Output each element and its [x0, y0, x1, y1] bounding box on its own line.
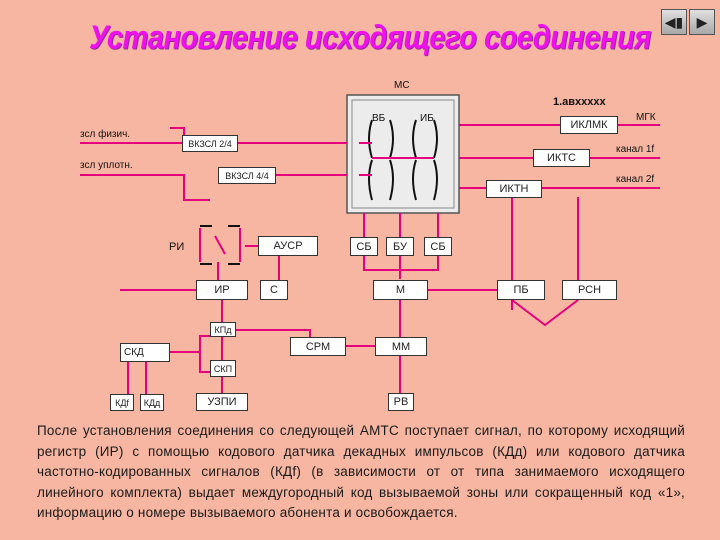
m-box: М: [373, 280, 428, 300]
play-icon: ▶: [696, 13, 708, 30]
ms-label: МС: [394, 80, 410, 91]
iklmk-box: ИКЛМК: [560, 116, 618, 134]
sb-right-box: СБ: [424, 237, 452, 256]
rv-box: РВ: [388, 393, 414, 411]
signal-wires: [80, 124, 660, 394]
kdf-box: КДf: [110, 394, 134, 411]
slide-title: Установление исходящего соединения: [89, 19, 651, 57]
connection-diagram: [80, 94, 660, 394]
skd-box: СКД: [120, 343, 170, 362]
sb-left-box: СБ: [350, 237, 378, 256]
rsn-box: РСН: [562, 280, 617, 300]
mgk-label: МГК: [636, 112, 656, 123]
kpd-box: КПд: [210, 322, 236, 337]
skip-back-icon: ◀▮: [664, 13, 684, 30]
ri-contacts: [200, 225, 240, 265]
iktn-box: ИКТН: [486, 180, 542, 198]
s-box: С: [260, 280, 288, 300]
ikts-box: ИКТС: [533, 149, 590, 167]
pb-box: ПБ: [497, 280, 545, 300]
skp-box: СКП: [210, 360, 236, 377]
vkzsl-4-4-box: ВКЗСЛ 4/4: [218, 167, 276, 184]
zsl-uplotn-label: зсл уплотн.: [80, 160, 133, 171]
ms-switch-inner: [351, 99, 455, 209]
play-button[interactable]: ▶: [689, 9, 715, 35]
zsl-fizich-label: зсл физич.: [80, 129, 131, 140]
caption-text: После установления соединения со следующ…: [37, 423, 685, 520]
ri-label: РИ: [169, 241, 185, 253]
skip-back-button[interactable]: ◀▮: [661, 9, 687, 35]
kdd-box: КДд: [140, 394, 164, 411]
ausr-box: АУСР: [258, 236, 318, 256]
dialed-code-label: 1.авххххх: [553, 96, 606, 108]
kanal-1f-label: канал 1f: [616, 144, 655, 155]
ir-box: ИР: [196, 280, 248, 300]
bu-box: БУ: [386, 237, 414, 256]
uzpi-box: УЗПИ: [196, 393, 248, 411]
ib-label: ИБ: [420, 113, 434, 124]
switch-field-lines: [368, 119, 438, 201]
kanal-2f-label: канал 2f: [616, 174, 655, 185]
mm-box: ММ: [375, 337, 427, 356]
ms-switch-block: [346, 94, 460, 214]
vb-label: ВБ: [372, 113, 386, 124]
vkzsl-2-4-box: ВКЗСЛ 2/4: [182, 135, 238, 152]
srm-box: СРМ: [290, 337, 346, 356]
